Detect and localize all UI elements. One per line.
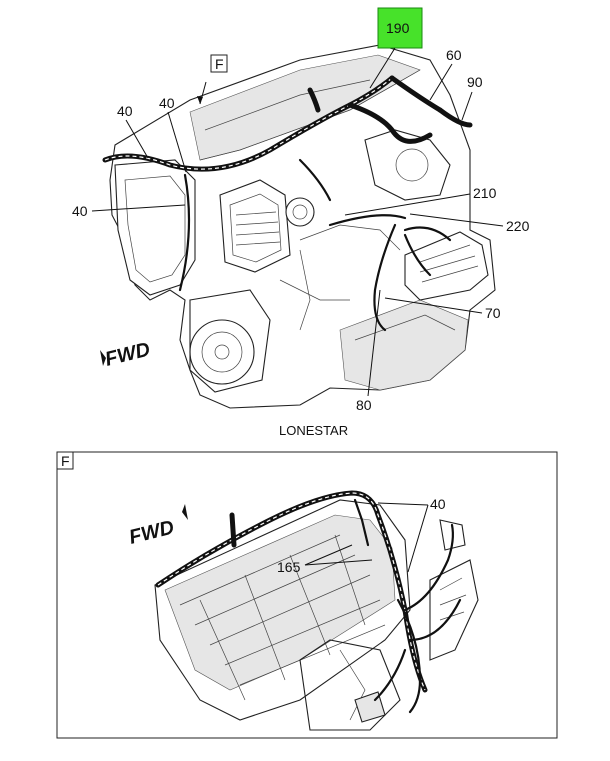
detail-view-marker-box [56,451,74,470]
callout-70: 70 [485,305,501,321]
callout-190-highlight[interactable] [377,7,423,49]
detail-view-marker-label: F [61,453,70,469]
detail-callout-40: 40 [430,496,446,512]
callout-80: 80 [356,397,372,413]
svg-text:FWD: FWD [103,338,153,370]
callout-90: 90 [467,74,483,90]
fwd-indicator-top: FWD [100,338,153,371]
wiring-harness-top [102,75,473,332]
model-caption: LONESTAR [279,423,348,438]
view-marker-box [210,54,228,73]
callout-210: 210 [473,185,497,201]
callout-40-b: 40 [159,95,175,111]
callout-220: 220 [506,218,530,234]
wiring-harness-detail [155,490,462,714]
callout-40-a: 40 [117,103,133,119]
callout-40-c: 40 [72,203,88,219]
view-marker-label: F [215,56,224,72]
callout-190[interactable]: 190 [386,20,410,36]
detail-callout-165: 165 [277,559,301,575]
callout-60: 60 [446,47,462,63]
